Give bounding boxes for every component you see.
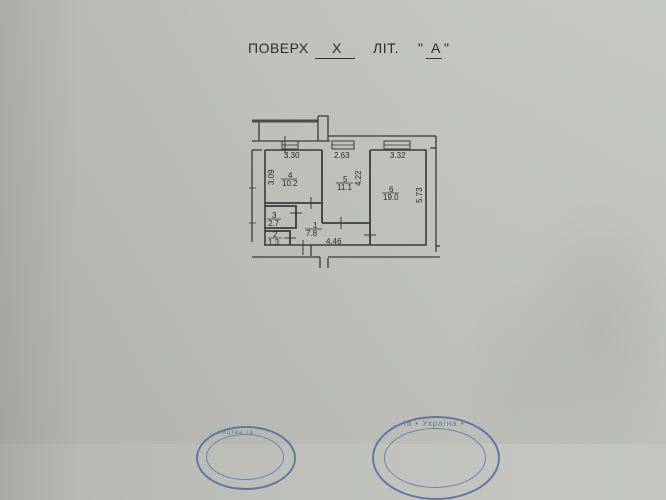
room3-area: 2.7 [268, 219, 280, 228]
floor-label: ПОВЕРХ [248, 40, 309, 56]
room4-area: 10.2 [282, 179, 298, 188]
stamp-right: ...їв • Україна • [372, 416, 500, 500]
room3-number: 3 [272, 211, 277, 220]
floor-underline [315, 58, 355, 59]
lit-label: ЛІТ. [373, 40, 399, 56]
dim-room4-depth: 3.09 [267, 169, 276, 185]
floor-plan: 3.30 2.63 3.32 3.09 4.22 5.73 4.46 4 10.… [249, 115, 440, 268]
dim-room4-width: 3.30 [284, 151, 300, 160]
dim-room6-width: 3.32 [390, 151, 406, 160]
room4-number: 4 [288, 171, 293, 180]
room1-area: 7.8 [306, 229, 318, 238]
room5-area: 11.1 [337, 183, 353, 192]
room1-number: 1 [313, 221, 318, 230]
dim-room6-depth: 5.73 [415, 187, 424, 203]
quote-close: " [444, 40, 450, 56]
room2-number: 2 [273, 230, 278, 239]
dim-corridor-length: 4.46 [326, 237, 342, 246]
room6-area: 19.0 [383, 193, 399, 202]
lit-underline [426, 58, 442, 59]
room6-number: 6 [389, 185, 394, 194]
room2-area: 1.3 [268, 238, 280, 247]
quote-open: " [418, 40, 424, 56]
dim-room5-depth: 4.22 [354, 170, 363, 186]
floor-value: X [332, 40, 342, 56]
dim-room5-width: 2.63 [334, 151, 350, 160]
room5-number: 5 [343, 175, 348, 184]
stamp-left: ...ництва та... [196, 426, 296, 490]
lit-value: А [431, 40, 441, 56]
